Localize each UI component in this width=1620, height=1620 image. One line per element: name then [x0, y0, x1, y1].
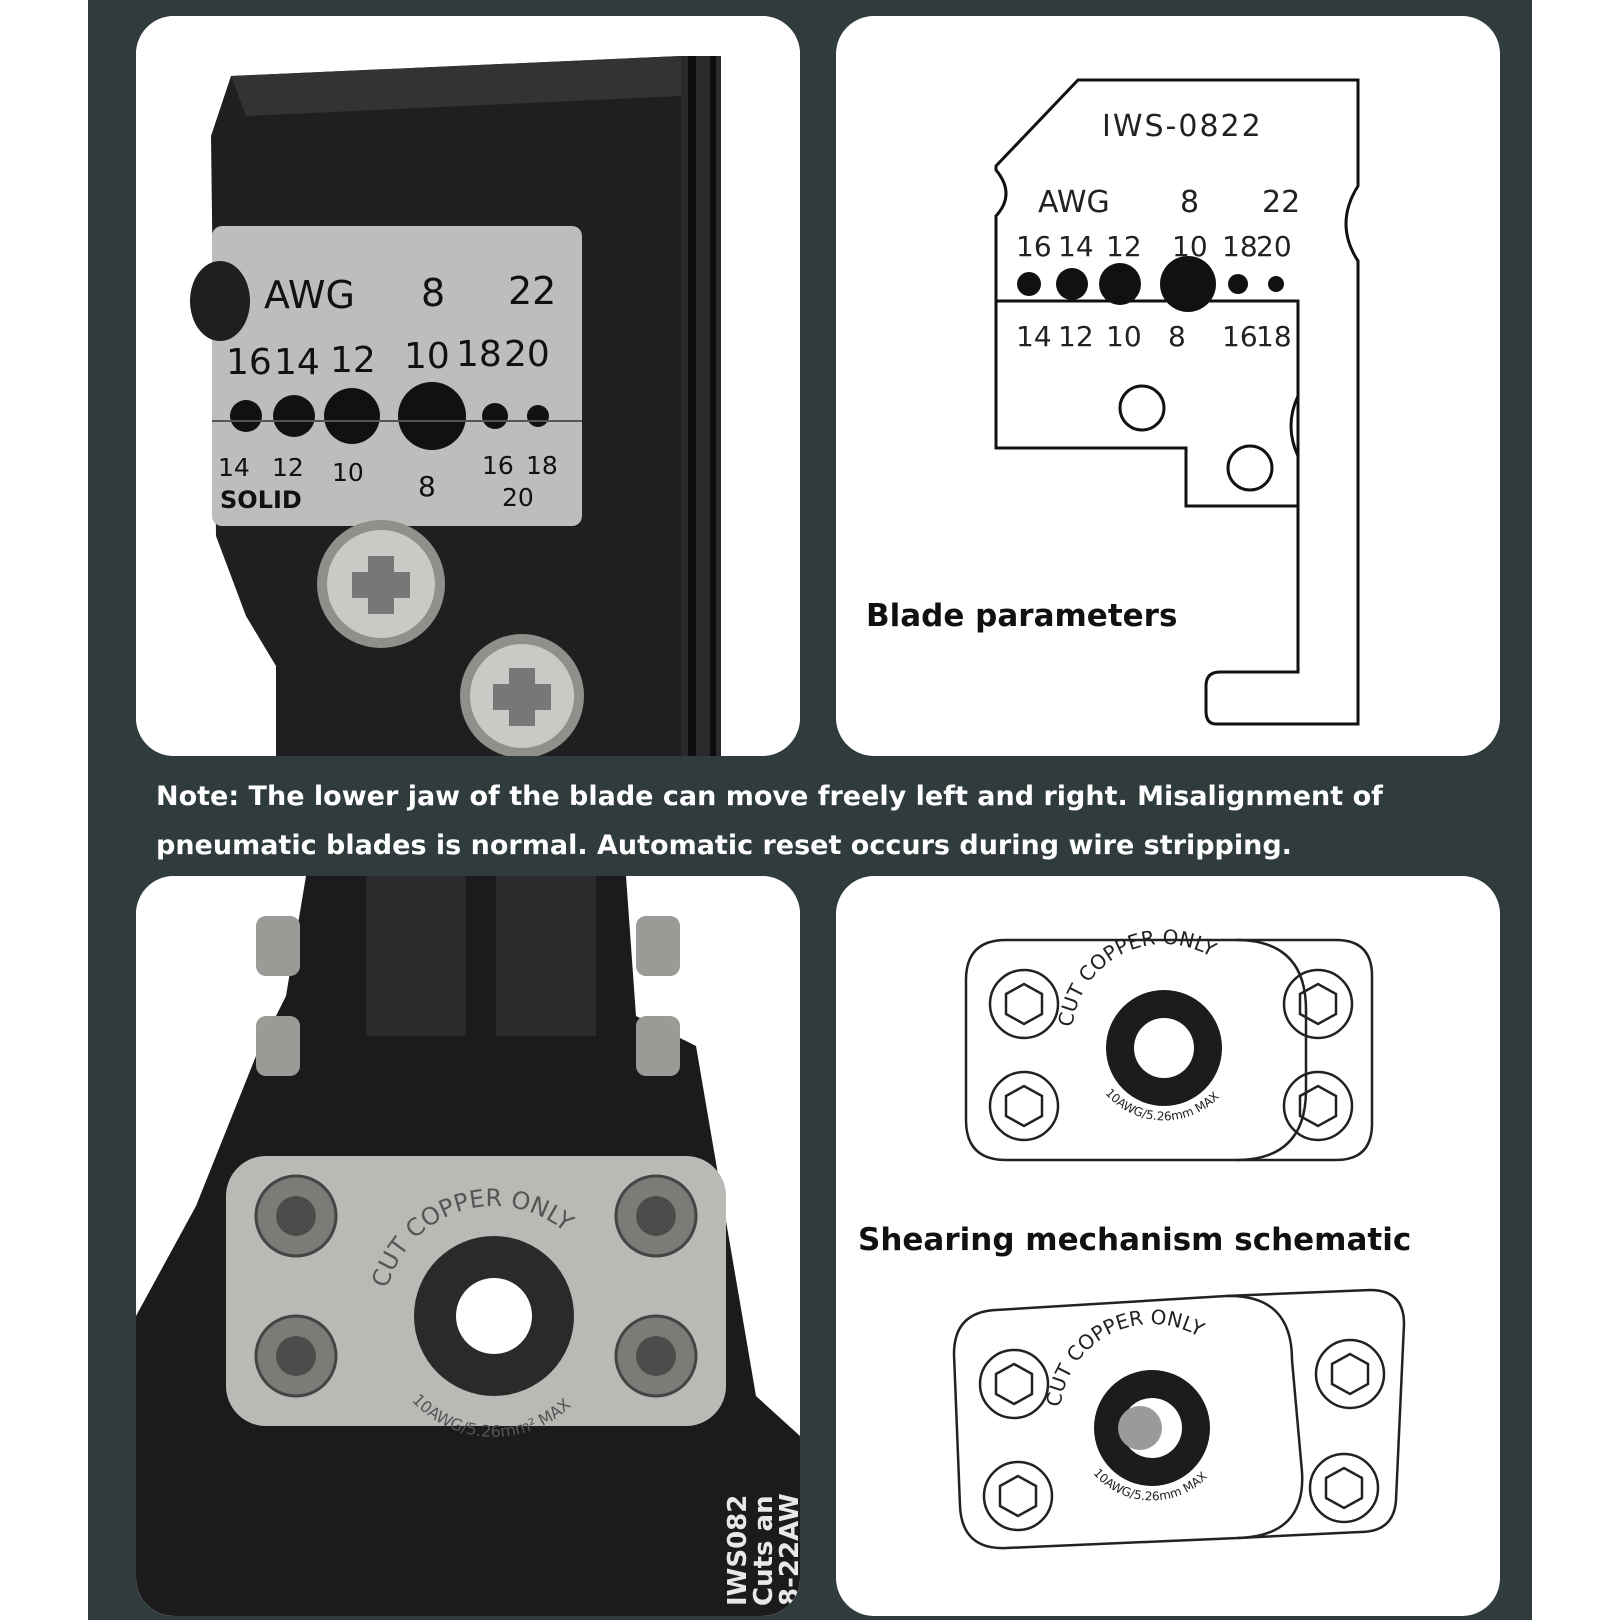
blade-plate — [212, 226, 582, 526]
photo-r1-10: 10 — [404, 336, 450, 377]
photo-22: 22 — [508, 269, 556, 313]
photo-r1-18: 18 — [456, 334, 502, 375]
diagram-upper-14: 14 — [1058, 230, 1094, 263]
diagram-upper-16: 16 — [1016, 230, 1052, 263]
photo-b1-18: 18 — [526, 451, 558, 480]
diagram-upper-12: 12 — [1106, 230, 1142, 263]
shearing-schematic-caption: Shearing mechanism schematic — [858, 1222, 1412, 1258]
side-text-line-1: IWS082 — [723, 1495, 753, 1606]
diagram-upper-10: 10 — [1172, 230, 1208, 263]
side-text-line-2: Cuts an — [749, 1495, 779, 1606]
blade-photo-panel: AWG 8 22 16 14 12 10 18 20 14 12 10 8 16… — [136, 16, 800, 756]
photo-b1-16: 16 — [482, 451, 514, 480]
photo-b1-14: 14 — [218, 453, 250, 482]
blade-diagram-panel: IWS-0822 AWG 8 22 16 14 12 10 18 20 14 1… — [836, 16, 1500, 756]
photo-b1-10: 10 — [332, 458, 364, 487]
diagram-lower-14: 14 — [1016, 320, 1052, 353]
diagram-22: 22 — [1262, 185, 1300, 220]
photo-r1-20: 20 — [504, 334, 550, 375]
photo-r1-16: 16 — [226, 342, 272, 383]
side-text-line-3: 8-22AW — [775, 1493, 800, 1606]
blade-diagram: IWS-0822 AWG 8 22 16 14 12 10 18 20 14 1… — [994, 78, 1360, 726]
diagram-awg: AWG — [1038, 185, 1110, 220]
shear-photo-panel: CUT COPPER ONLY 10AWG/5.26mm² MAX IWS082… — [136, 876, 800, 1616]
diagram-lower-8: 8 — [1168, 320, 1186, 353]
diagram-8: 8 — [1180, 185, 1199, 220]
shear-diagram-panel: CUT COPPER ONLY 10AWG/5.26mm MAX CUT COP… — [836, 876, 1500, 1616]
photo-b20: 20 — [502, 483, 534, 512]
diagram-lower-18: 18 — [1256, 320, 1292, 353]
blade-parameters-caption: Blade parameters — [866, 598, 1178, 634]
diagram-upper-20: 20 — [1256, 230, 1292, 263]
photo-r1-14: 14 — [274, 342, 320, 383]
photo-solid: SOLID — [220, 486, 302, 514]
diagram-lower-10: 10 — [1106, 320, 1142, 353]
photo-awg: AWG — [264, 273, 355, 317]
blade-photo: AWG 8 22 16 14 12 10 18 20 14 12 10 8 16… — [136, 16, 800, 756]
screw-icon — [317, 520, 445, 648]
shear-photo: CUT COPPER ONLY 10AWG/5.26mm² MAX IWS082… — [136, 876, 800, 1616]
diagram-upper-18: 18 — [1222, 230, 1258, 263]
screw-icon — [460, 634, 584, 756]
blade-outline — [994, 78, 1360, 726]
photo-8: 8 — [421, 271, 445, 315]
note-text: Note: The lower jaw of the blade can mov… — [156, 781, 1383, 861]
diagram-lower-12: 12 — [1058, 320, 1094, 353]
shear-diagram: CUT COPPER ONLY 10AWG/5.26mm MAX CUT COP… — [952, 925, 1406, 1550]
photo-r1-12: 12 — [330, 340, 376, 381]
photo-b1-12: 12 — [272, 453, 304, 482]
diagram-lower-16: 16 — [1222, 320, 1258, 353]
photo-b1-8: 8 — [418, 470, 436, 503]
model-label: IWS-0822 — [1102, 109, 1263, 144]
